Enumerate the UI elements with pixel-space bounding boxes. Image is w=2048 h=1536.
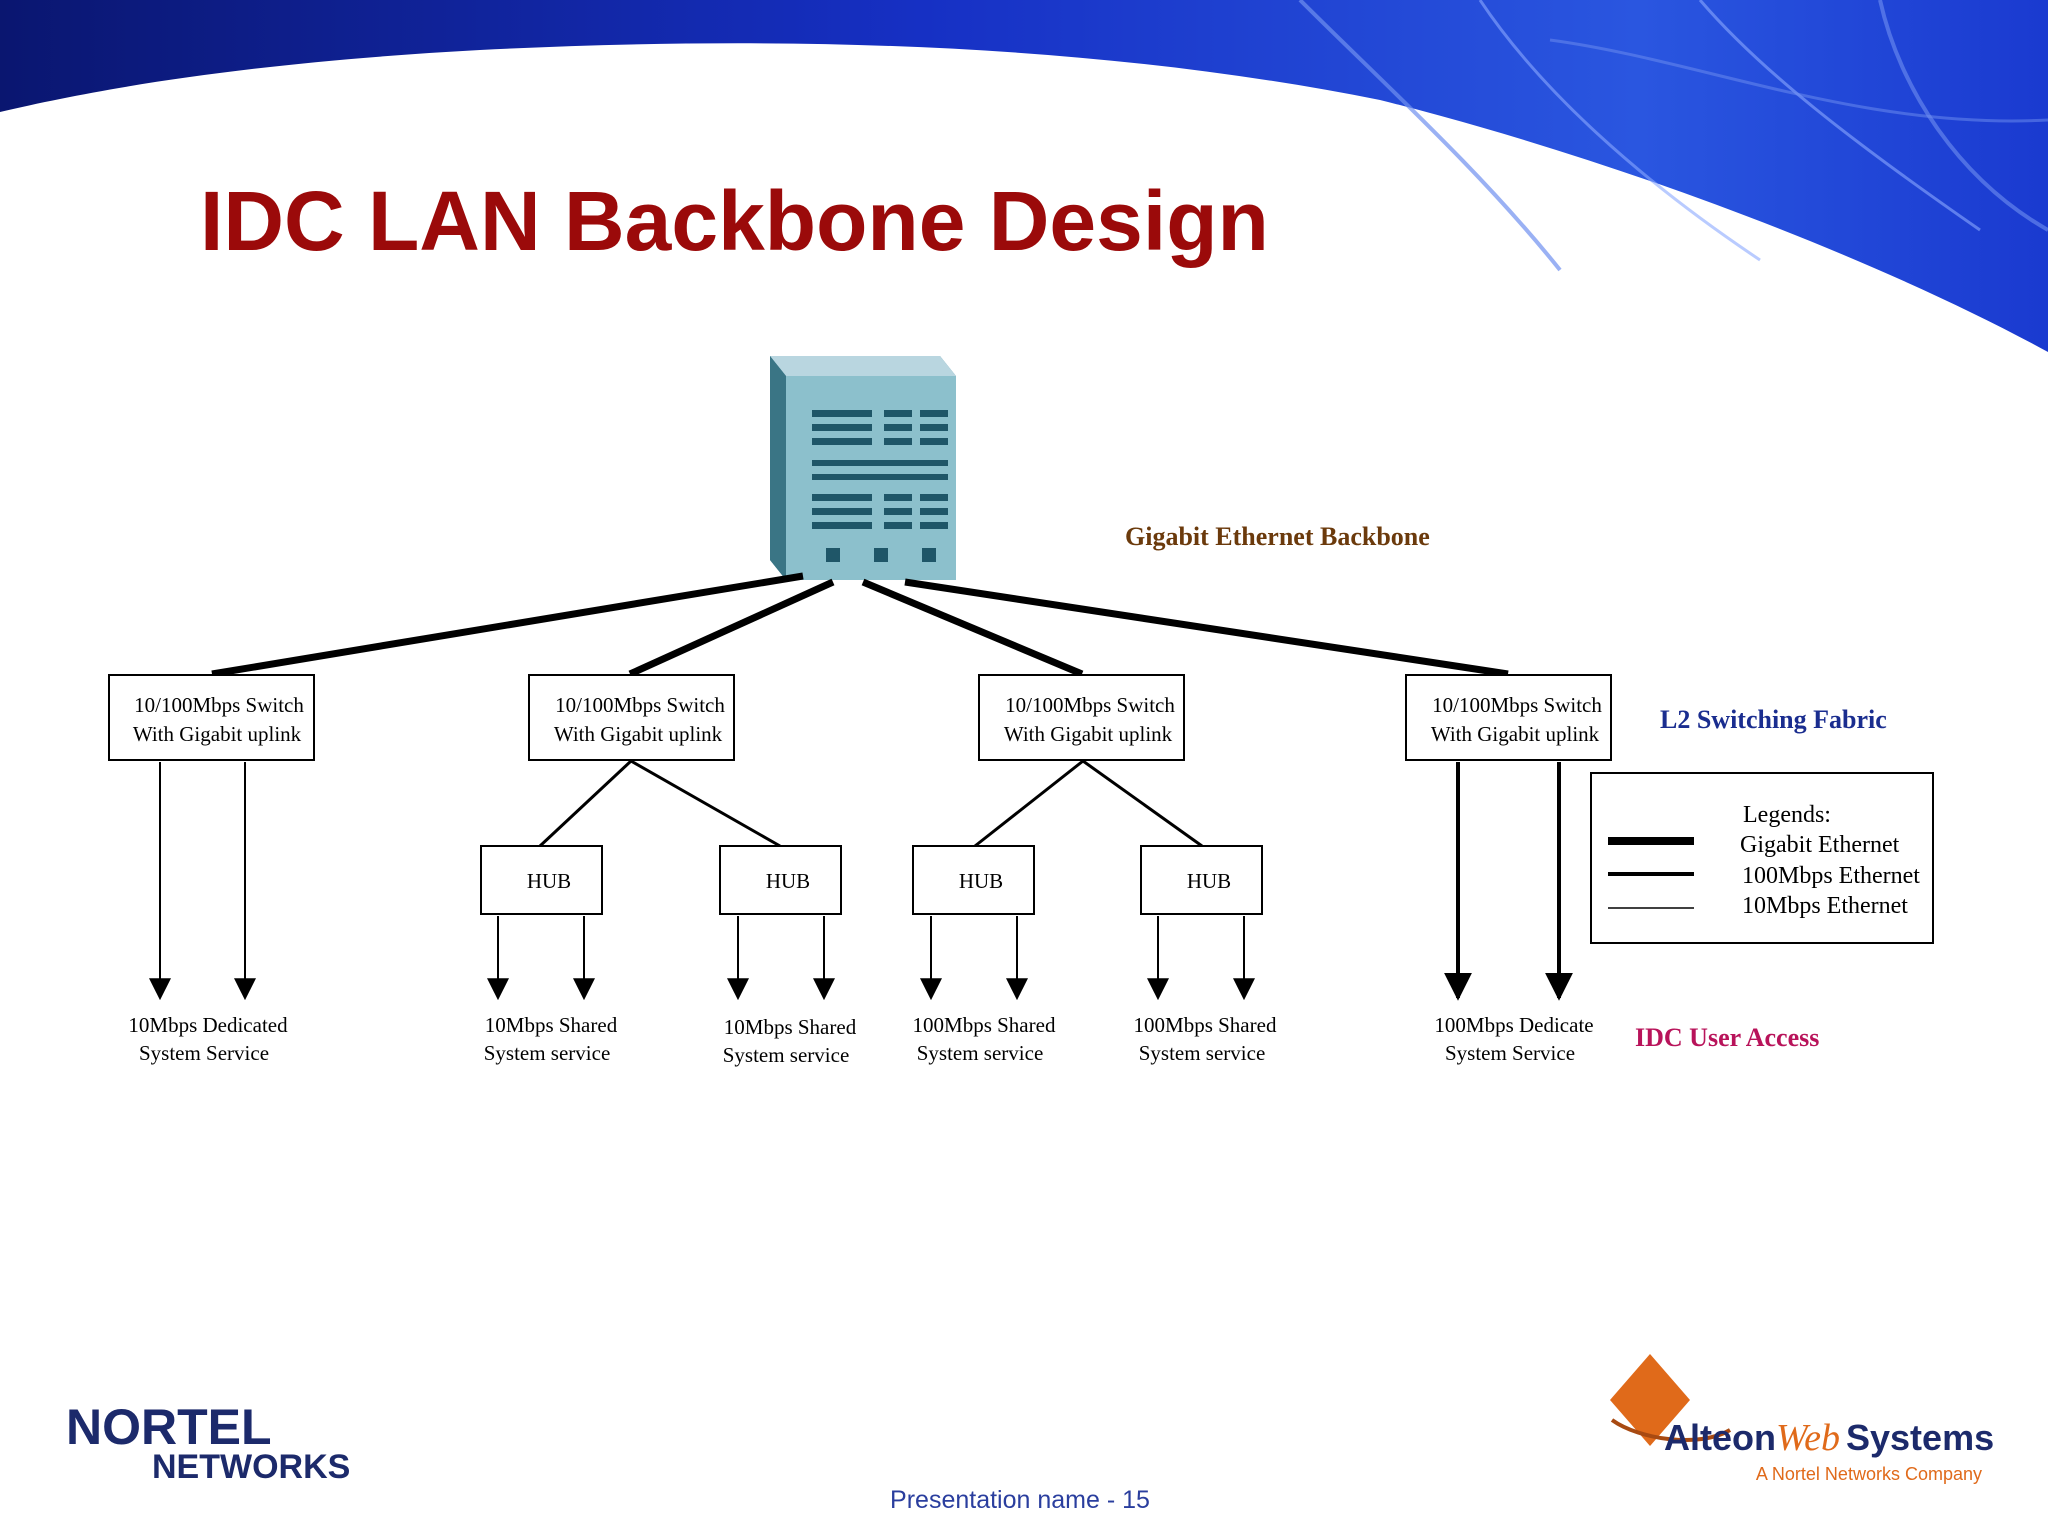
dedicated-10mbps-arrows bbox=[149, 762, 256, 1001]
hub-label-3: HUB bbox=[959, 869, 1003, 893]
switch-label-3: 10/100Mbps Switch bbox=[1005, 693, 1175, 717]
hub-box-1: HUB bbox=[480, 845, 603, 915]
service-sub-label-4: System service bbox=[917, 1041, 1044, 1065]
service-label-2: 10Mbps Shared bbox=[485, 1013, 618, 1037]
legend-box: Legends: Gigabit Ethernet 100Mbps Ethern… bbox=[1590, 772, 1934, 944]
switch-hub-links bbox=[538, 759, 1203, 848]
service-sub-label-3: System service bbox=[723, 1043, 850, 1067]
switch-label-2: 10/100Mbps Switch bbox=[555, 693, 725, 717]
switch-box-3: 10/100Mbps Switch With Gigabit uplink bbox=[978, 674, 1185, 761]
gigabit-backbone-links bbox=[211, 572, 1509, 678]
hub-box-3: HUB bbox=[912, 845, 1035, 915]
alteon-wordmark-a: Alteon bbox=[1664, 1417, 1776, 1458]
hub-label-2: HUB bbox=[766, 869, 810, 893]
legend-title: Legends: bbox=[1743, 802, 1831, 828]
networks-logo-text: NETWORKS bbox=[152, 1448, 350, 1486]
hub-label-1: HUB bbox=[527, 869, 571, 893]
switch-uplink-label-2: With Gigabit uplink bbox=[554, 722, 723, 746]
backbone-label: Gigabit Ethernet Backbone bbox=[1125, 522, 1430, 551]
switch-label-4: 10/100Mbps Switch bbox=[1432, 693, 1602, 717]
switch-uplink-label-4: With Gigabit uplink bbox=[1431, 722, 1600, 746]
hub-box-2: HUB bbox=[719, 845, 842, 915]
service-sub-label-2: System service bbox=[484, 1041, 611, 1065]
fabric-label: L2 Switching Fabric bbox=[1660, 705, 1887, 734]
switch-label-1: 10/100Mbps Switch bbox=[134, 693, 304, 717]
alteon-diamond-icon bbox=[1610, 1354, 1690, 1446]
nortel-logo-text: NORTEL bbox=[66, 1399, 272, 1455]
switch-box-4: 10/100Mbps Switch With Gigabit uplink bbox=[1405, 674, 1612, 761]
core-switch-icon bbox=[770, 356, 956, 580]
alteon-tagline: A Nortel Networks Company bbox=[1756, 1464, 1982, 1484]
slide-title: IDC LAN Backbone Design bbox=[200, 174, 1269, 268]
switch-box-2: 10/100Mbps Switch With Gigabit uplink bbox=[528, 674, 735, 761]
service-label-3: 10Mbps Shared bbox=[724, 1015, 857, 1039]
alteon-wordmark-b: Web bbox=[1776, 1417, 1840, 1459]
hub-service-arrows bbox=[487, 916, 1255, 1001]
service-label-1: 10Mbps Dedicated bbox=[128, 1013, 288, 1037]
switch-uplink-label-3: With Gigabit uplink bbox=[1004, 722, 1173, 746]
user-access-label: IDC User Access bbox=[1635, 1023, 1819, 1052]
service-sub-label-5: System service bbox=[1139, 1041, 1266, 1065]
service-sub-label-6: System Service bbox=[1445, 1041, 1575, 1065]
hub-label-4: HUB bbox=[1187, 869, 1231, 893]
service-label-5: 100Mbps Shared bbox=[1134, 1013, 1277, 1037]
service-label-6: 100Mbps Dedicate bbox=[1434, 1013, 1593, 1037]
dedicated-100mbps-arrows bbox=[1444, 762, 1573, 1001]
header-banner bbox=[0, 0, 2048, 352]
service-sub-label-1: System Service bbox=[139, 1041, 269, 1065]
hub-box-4: HUB bbox=[1140, 845, 1263, 915]
alteon-websystems-logo: Alteon Web Systems A Nortel Networks Com… bbox=[1610, 1354, 1994, 1484]
legend-100mbps-label: 100Mbps Ethernet bbox=[1742, 863, 1920, 889]
legend-10mbps-label: 10Mbps Ethernet bbox=[1742, 893, 1908, 919]
footer-page-label: Presentation name - 15 bbox=[890, 1486, 1150, 1514]
nortel-networks-logo: NORTEL NETWORKS bbox=[66, 1399, 350, 1486]
alteon-wordmark-c: Systems bbox=[1846, 1417, 1994, 1458]
switch-uplink-label-1: With Gigabit uplink bbox=[133, 722, 302, 746]
switch-box-1: 10/100Mbps Switch With Gigabit uplink bbox=[108, 674, 315, 761]
service-label-4: 100Mbps Shared bbox=[913, 1013, 1056, 1037]
legend-gigabit-label: Gigabit Ethernet bbox=[1740, 832, 1900, 858]
